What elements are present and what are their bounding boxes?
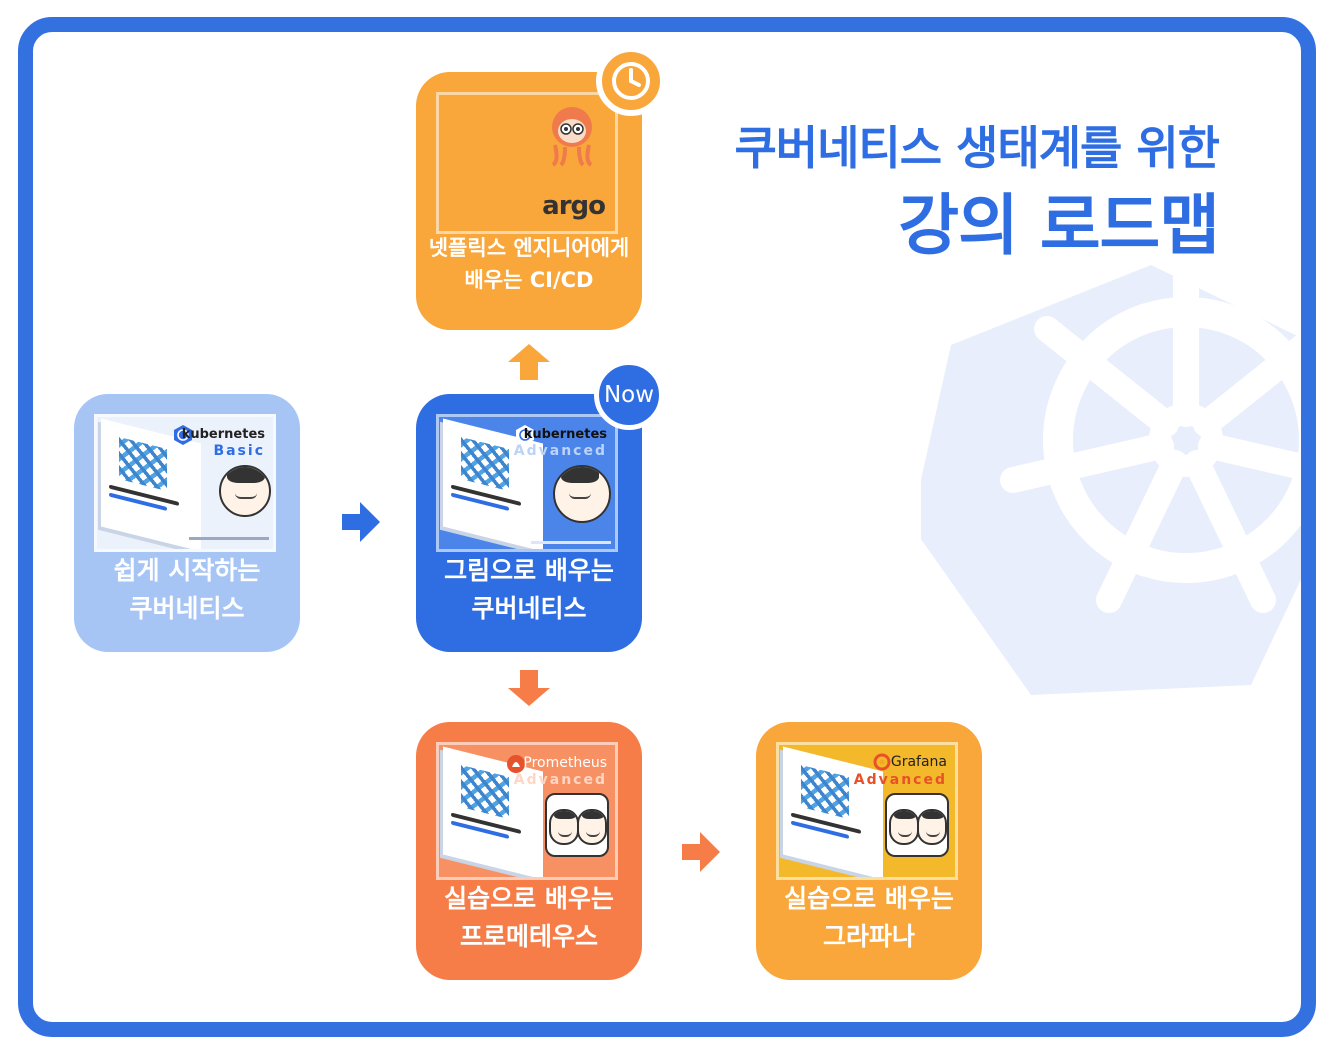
roadmap-frame: 쿠버네티스 생태계를 위한 강의 로드맵: [18, 17, 1316, 1037]
arrow-down-icon: [508, 670, 550, 706]
prometheus-logo-icon: [507, 755, 525, 773]
brand-kubernetes: kubernetes: [523, 427, 607, 442]
instructor-avatar: [549, 809, 579, 845]
title-line1: 쿠버네티스 생태계를 위한: [734, 121, 1220, 175]
argo-octopus-icon: [551, 107, 593, 167]
course-card-grafana[interactable]: Grafana Advanced 실습으로 배우는 그라파나: [756, 722, 982, 980]
instructor-avatar: [917, 809, 947, 845]
publisher-mark: [189, 537, 269, 540]
course-thumbnail-prometheus: Prometheus Advanced: [436, 742, 618, 880]
now-badge: Now: [594, 360, 664, 430]
kubernetes-wheel-icon: [921, 260, 1301, 695]
brand-sub-advanced: Advanced: [513, 443, 607, 459]
title-line2: 강의 로드맵: [898, 187, 1220, 264]
publisher-mark: [531, 541, 611, 544]
instructor-avatars: [545, 793, 609, 857]
brand-sub-prometheus: Advanced: [513, 772, 607, 788]
clock-icon: [596, 46, 666, 116]
brand-sub-basic: Basic: [213, 443, 265, 459]
brand-sub-grafana: Advanced: [853, 772, 947, 788]
instructor-avatar: [553, 465, 611, 523]
instructor-avatar: [219, 465, 271, 517]
course-label-advanced: 그림으로 배우는 쿠버네티스: [444, 556, 614, 623]
course-thumbnail-argo: argo: [436, 92, 618, 234]
grafana-logo-icon: [873, 753, 891, 771]
kubernetes-logo-icon: [174, 425, 192, 445]
brand-kubernetes: kubernetes: [181, 427, 265, 442]
course-label-grafana: 실습으로 배우는 그라파나: [784, 884, 954, 951]
instructor-avatars: [885, 793, 949, 857]
course-label-basic: 쉽게 시작하는 쿠버네티스: [113, 556, 261, 623]
arrow-up-icon: [508, 344, 550, 380]
book-cover: [783, 746, 883, 877]
arrow-right-icon: [342, 502, 380, 542]
course-label-prometheus: 실습으로 배우는 프로메테우스: [444, 884, 614, 951]
argo-logo-text: argo: [542, 191, 606, 221]
course-thumbnail-advanced: kubernetes Advanced: [436, 414, 618, 552]
course-card-prometheus[interactable]: Prometheus Advanced 실습으로 배우는 프로메테우스: [416, 722, 642, 980]
course-label-argo: 넷플릭스 엔지니어에게 배우는 CI/CD: [428, 236, 630, 292]
instructor-avatar: [577, 809, 607, 845]
brand-grafana: Grafana: [890, 754, 947, 770]
arrow-right-icon: [682, 832, 720, 872]
course-card-advanced[interactable]: kubernetes Advanced 그림으로 배우는 쿠버네티스: [416, 394, 642, 652]
course-thumbnail-basic: kubernetes Basic: [94, 414, 276, 552]
course-card-argo[interactable]: argo 넷플릭스 엔지니어에게 배우는 CI/CD: [416, 72, 642, 330]
brand-prometheus: Prometheus: [523, 755, 607, 771]
kubernetes-logo-icon: [516, 425, 534, 445]
course-card-basic[interactable]: kubernetes Basic 쉽게 시작하는 쿠버네티스: [74, 394, 300, 652]
instructor-avatar: [889, 809, 919, 845]
course-thumbnail-grafana: Grafana Advanced: [776, 742, 958, 880]
